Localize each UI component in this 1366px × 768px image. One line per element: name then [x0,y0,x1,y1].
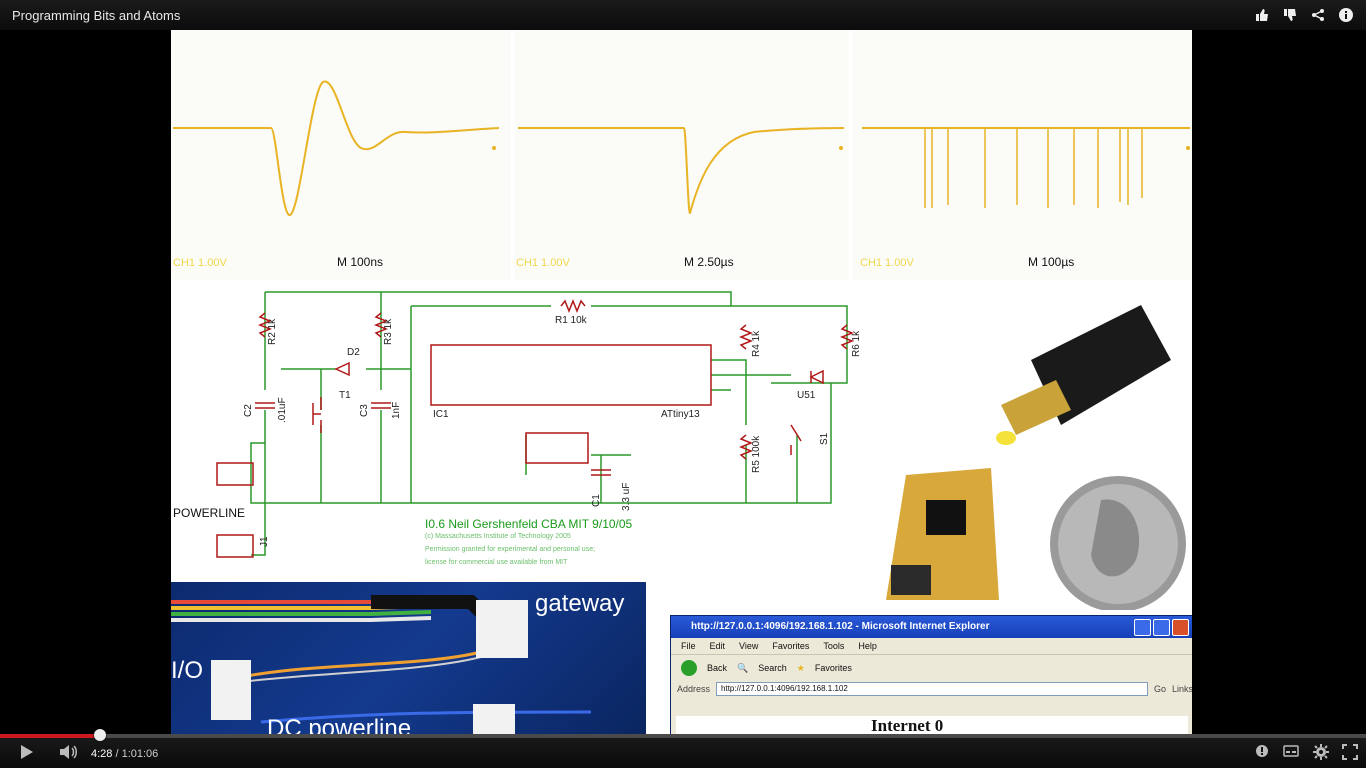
duration: 1:01:06 [121,748,159,760]
dc-plug-image [996,305,1171,445]
ie-menu-item: Help [858,641,877,651]
scope-channel-label: CH1 1.00V [516,257,570,269]
scope-timebase: M 100ns [337,255,384,269]
ie-page-content: Internet 0 [676,716,1188,734]
thumbs-up-icon[interactable] [1252,5,1272,25]
quarter-coin-image [1050,476,1186,610]
label-d2: D2 [347,347,360,358]
progress-bar[interactable] [0,734,1366,738]
label-c2: C2 [243,404,254,417]
ie-window-buttons [1134,619,1189,636]
scope-panel-1: CH1 1.00V M 100ns [171,30,511,280]
label-c1-value: 3.3 uF [621,483,632,511]
search-icon: 🔍 [737,662,749,673]
ie-window-image: http://127.0.0.1:4096/192.168.1.102 - Mi… [670,615,1192,734]
time-display: 4:28 / 1:01:06 [91,748,158,760]
scope-panel-2: CH1 1.00V M 2.50µs [514,30,849,280]
video-frame[interactable]: CH1 1.00V M 100ns CH1 1.00V M 2.50µs CH1… [171,30,1192,734]
scope-trace-3 [862,127,1190,208]
ie-menu-item: View [739,641,759,651]
scope-timebase: M 100µs [1028,255,1075,269]
scope-trace-1 [173,80,500,217]
top-action-icons [1252,5,1356,25]
video-title-bar: Programming Bits and Atoms [0,0,1366,30]
ie-menu-item: File [681,641,696,651]
label-attiny: ATtiny13 [661,409,700,420]
ie-address-label: Address [677,684,711,694]
schematic-components [216,298,855,558]
label-gateway: gateway [535,590,625,617]
progress-bar-played [0,734,100,738]
volume-icon[interactable] [59,744,79,763]
info-icon[interactable] [1336,5,1356,25]
scope-channel-label: CH1 1.00V [860,257,914,269]
credit-line: license for commercial use available fro… [425,559,568,566]
scope-panel-3: CH1 1.00V M 100µs [852,30,1192,280]
label-s1: S1 [819,432,830,445]
captions-icon[interactable] [1283,744,1299,761]
current-time: 4:28 [91,748,113,760]
fullscreen-icon[interactable] [1342,744,1358,763]
scope-channel-label: CH1 1.00V [173,257,227,269]
play-icon[interactable] [20,744,34,763]
label-dc-powerline: DC powerline [267,715,412,734]
ie-links-label: Links [1171,684,1192,694]
ie-window-title: http://127.0.0.1:4096/192.168.1.102 - Mi… [691,621,990,632]
credit-line: Permission granted for experimental and … [425,546,596,553]
progress-scrubber[interactable] [94,729,106,741]
ie-menu-item: Tools [823,641,845,651]
ie-titlebar: http://127.0.0.1:4096/192.168.1.102 - Mi… [671,616,1192,638]
circuit-board-image [886,468,999,600]
label-c2-value: .01uF [277,397,288,423]
ie-toolbar: Back 🔍 Search ★ Favorites [671,654,1192,681]
ie-address-field: http://127.0.0.1:4096/192.168.1.102 [716,682,1148,696]
ie-page-heading: Internet 0 [871,716,944,734]
ie-search-label: Search [758,663,787,673]
label-j1: J1 [259,536,270,547]
network-cables [171,595,592,734]
ie-menubar: File Edit View Favorites Tools Help [671,638,1192,654]
label-r4: R4 1k [751,330,762,357]
schematic-credit: I0.6 Neil Gershenfeld CBA MIT 9/10/05 [425,517,633,531]
hardware-photo [886,305,1186,610]
label-r6: R6 1k [851,330,862,357]
ie-address-bar: Address http://127.0.0.1:4096/192.168.1.… [671,681,1192,697]
label-t1: T1 [339,390,351,401]
label-c1: C1 [591,494,602,507]
label-r3: R3 1k [383,318,394,345]
scope-trace-2 [518,127,845,215]
label-ic1: IC1 [433,409,449,420]
ie-menu-item: Edit [709,641,726,651]
label-io: I/O [171,657,204,684]
maximize-icon [1153,619,1170,636]
schematic-wires [250,291,848,556]
label-u51: U51 [797,390,816,401]
label-r1: R1 10k [555,315,588,326]
gear-icon[interactable] [1313,744,1329,763]
ie-go-label: Go [1153,684,1166,694]
back-icon [681,660,697,676]
label-c3-value: 1nF [391,402,402,419]
ie-menu-item: Favorites [772,641,810,651]
time-separator: / [112,748,122,760]
label-r5: R5 100k [751,435,762,473]
label-powerline: POWERLINE [173,506,246,520]
close-icon [1172,619,1189,636]
scope-timebase: M 2.50µs [684,255,734,269]
ie-back-label: Back [707,663,728,673]
circuit-schematic: R1 10k R2 1k R3 1k R4 1k R5 100k R6 1k D… [216,291,862,558]
credit-line: (c) Massachusetts Institute of Technolog… [425,533,571,540]
player-controls [0,734,1366,768]
share-icon[interactable] [1308,5,1328,25]
network-photo: gateway I/O DC powerline [171,582,646,734]
star-icon: ★ [796,662,805,673]
label-c3: C3 [359,404,370,417]
ie-favorites-label: Favorites [814,663,852,673]
annotations-icon[interactable] [1255,744,1269,761]
label-r2: R2 1k [267,318,278,345]
thumbs-down-icon[interactable] [1280,5,1300,25]
minimize-icon [1134,619,1151,636]
video-title[interactable]: Programming Bits and Atoms [12,8,181,23]
